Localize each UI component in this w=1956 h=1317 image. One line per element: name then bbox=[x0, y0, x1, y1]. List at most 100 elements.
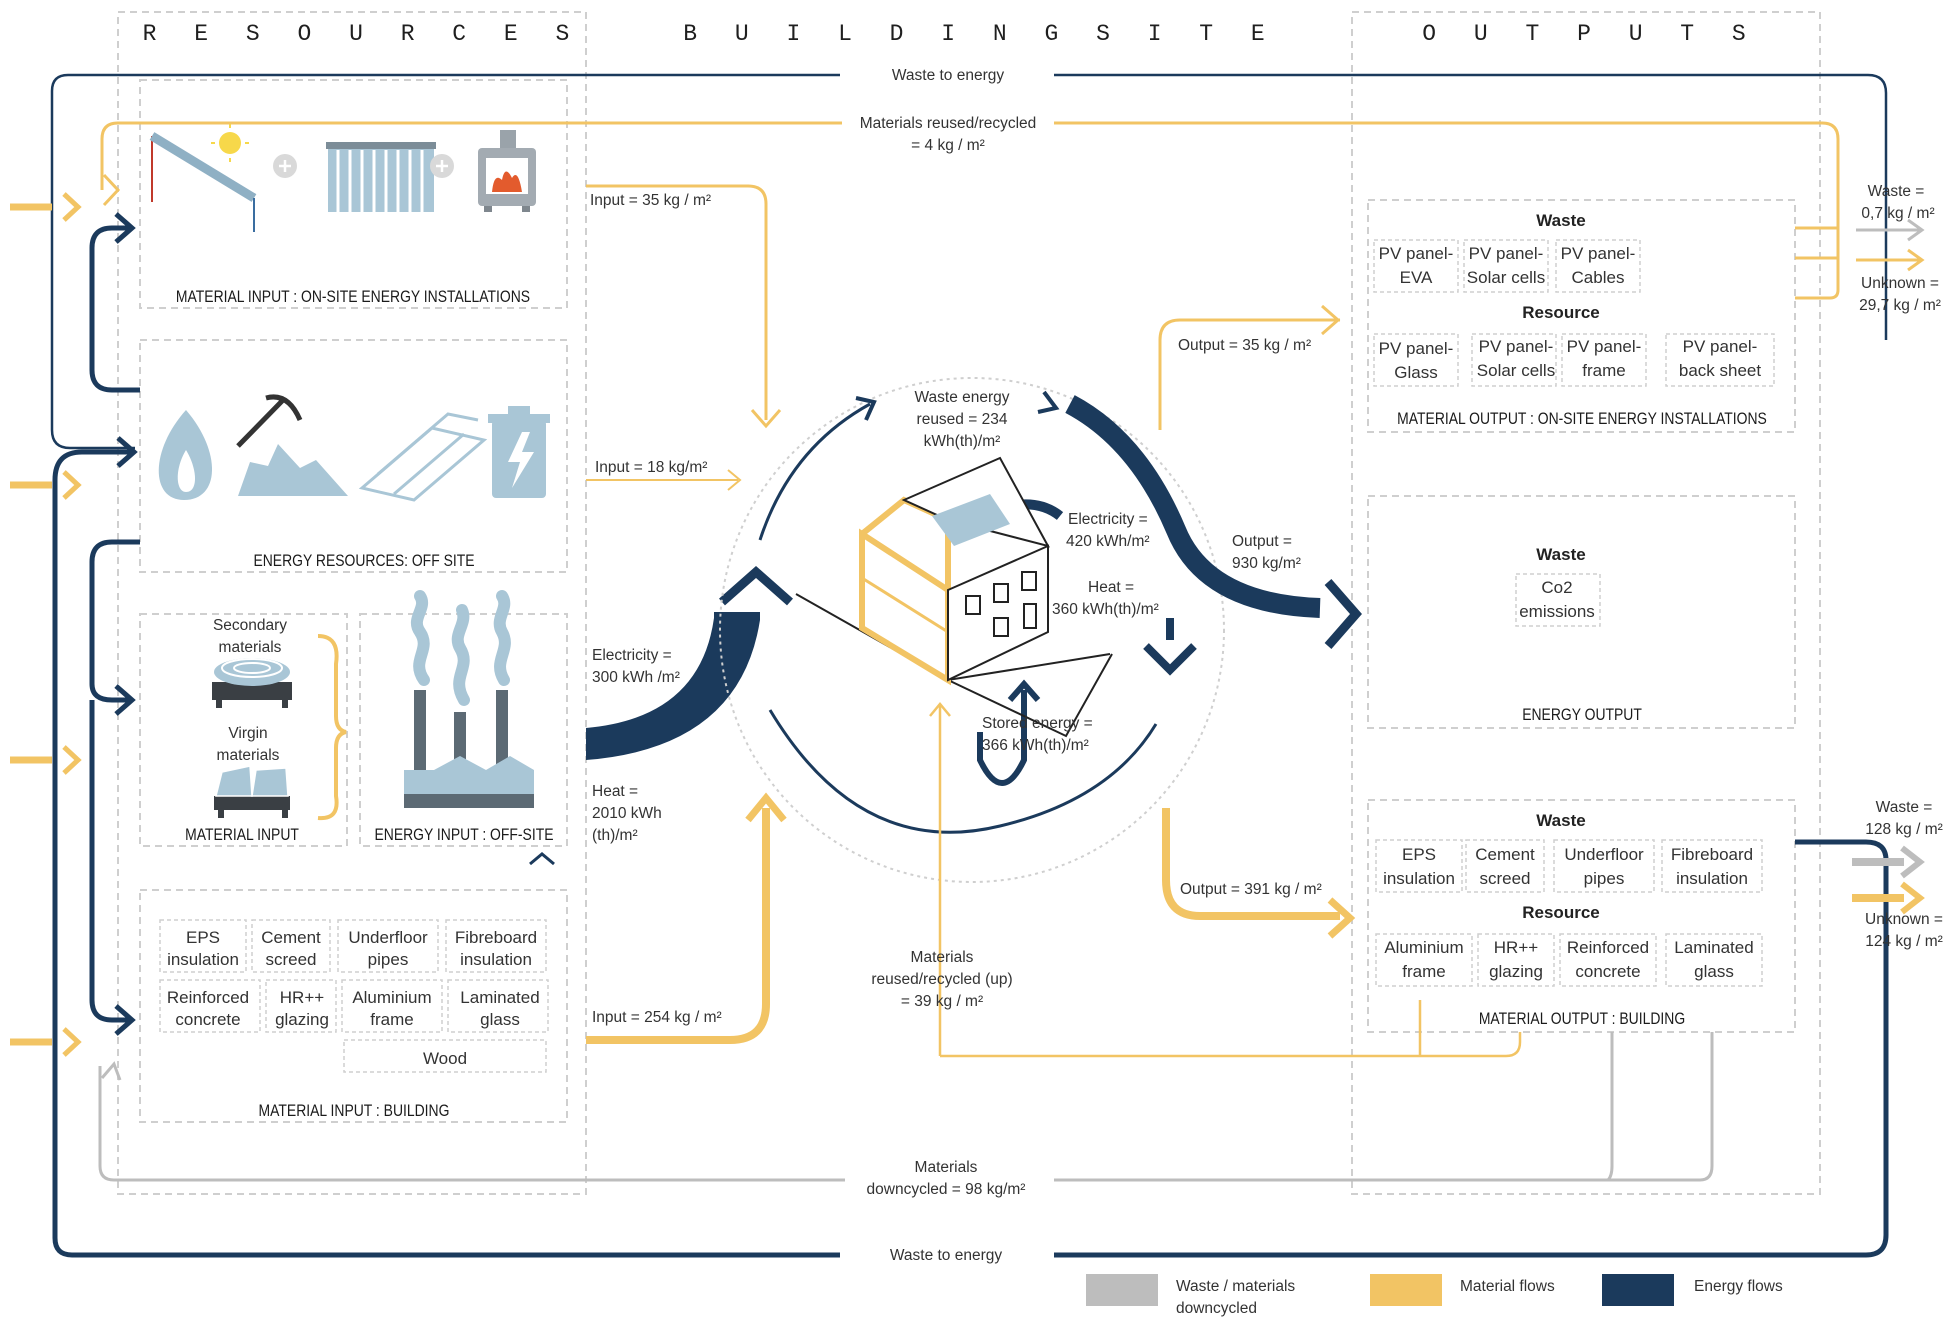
building-resource-cell-aluminium bbox=[1375, 933, 1473, 987]
input-cell-underfloor bbox=[337, 919, 439, 973]
onsite-waste-eva-2: EVA bbox=[1400, 268, 1433, 287]
input-cell-fibreboard bbox=[445, 919, 547, 973]
input-eps-line2: insulation bbox=[167, 950, 239, 969]
building-resource-laminated-1: Laminated bbox=[1674, 938, 1753, 957]
building-resource-cell-glazing bbox=[1477, 933, 1555, 987]
building-waste-eps-2: insulation bbox=[1383, 869, 1455, 888]
reused-top-label-2: = 4 kg / m² bbox=[911, 137, 985, 154]
onsite-resource-backsheet-2: back sheet bbox=[1679, 361, 1761, 380]
energy-resources-box bbox=[139, 339, 568, 573]
onsite-resource-solar-2: Solar cells bbox=[1477, 361, 1555, 380]
building-unknown-arrowhead bbox=[1900, 881, 1925, 915]
building-waste-fibreboard-1: Fibreboard bbox=[1671, 845, 1753, 864]
stored-energy-label-2: 366 kWh(th)/m² bbox=[982, 737, 1089, 754]
energy-output-flow bbox=[1065, 395, 1321, 618]
onsite-input-title: MATERIAL INPUT : ON-SITE ENERGY INSTALLA… bbox=[176, 288, 530, 307]
heat-bld-label-2: 360 kWh(th)/m² bbox=[1052, 601, 1159, 618]
building-resource-cell-concrete bbox=[1559, 933, 1657, 987]
onsite-waste-solar-1: PV panel- bbox=[1469, 244, 1544, 263]
input-254-flow bbox=[586, 808, 770, 1044]
onsite-unknown-arrowhead bbox=[1907, 248, 1925, 272]
reused-up-flow bbox=[940, 1032, 1522, 1058]
building-waste-cell-eps bbox=[1375, 839, 1463, 893]
solar-collector-icon bbox=[326, 142, 436, 212]
waste-bottom-label-1: Waste = bbox=[1876, 799, 1933, 816]
building-site-heading: B U I L D I N G S I T E bbox=[683, 21, 1276, 47]
energy-output-arrowhead bbox=[1324, 579, 1362, 649]
onsite-resource-glass-2: Glass bbox=[1394, 363, 1437, 382]
waste-energy-arc bbox=[758, 402, 871, 541]
output-391-flow bbox=[1162, 808, 1340, 920]
onsite-resource-glass-1: PV panel- bbox=[1379, 339, 1454, 358]
electricity-bld-label-1: Electricity = bbox=[1068, 511, 1148, 528]
battery-bin-icon bbox=[488, 406, 550, 498]
house-icon bbox=[795, 456, 1113, 738]
energy-resources-title: ENERGY RESOURCES: OFF SITE bbox=[253, 552, 474, 571]
external-input-head-3 bbox=[62, 745, 82, 775]
onsite-output-box bbox=[1367, 199, 1796, 433]
building-waste-cement-1: Cement bbox=[1475, 845, 1535, 864]
co2-cell bbox=[1515, 573, 1601, 627]
input-cell-eps bbox=[159, 919, 247, 973]
energy-input-caret-icon bbox=[529, 852, 555, 866]
onsite-resource-cell-backsheet bbox=[1665, 333, 1775, 387]
building-output-title: MATERIAL OUTPUT : BUILDING bbox=[1479, 1010, 1685, 1029]
energy-input-box bbox=[359, 613, 568, 847]
waste-to-energy-top-label: Waste to energy bbox=[892, 67, 1005, 84]
onsite-resource-frame-1: PV panel- bbox=[1567, 337, 1642, 356]
materials-reused-top-loop bbox=[100, 121, 845, 190]
legend-energy-label: Energy flows bbox=[1694, 1278, 1783, 1295]
waste-to-energy-bottom-label: Waste to energy bbox=[890, 1247, 1003, 1264]
onsite-waste-cell-eva bbox=[1373, 239, 1459, 293]
waste-energy-arc-head bbox=[855, 396, 877, 421]
waste-to-energy-top-loop bbox=[50, 73, 840, 450]
virgin-materials-label-2: materials bbox=[217, 747, 280, 764]
onsite-energy-bracket-head bbox=[114, 212, 136, 244]
downcycled-arrowhead bbox=[100, 1061, 122, 1081]
reused-up-label-1: Materials bbox=[911, 949, 974, 966]
co2-line1: Co2 bbox=[1541, 578, 1572, 597]
onsite-resource-cell-frame bbox=[1561, 333, 1647, 387]
stored-energy-loop bbox=[977, 690, 1027, 786]
gas-flame-icon bbox=[158, 410, 213, 500]
input-underfloor-line2: pipes bbox=[368, 950, 409, 969]
input-fibreboard-line2: insulation bbox=[460, 950, 532, 969]
material-input-box bbox=[139, 613, 348, 847]
secondary-materials-label: Secondary bbox=[213, 617, 287, 634]
input-cell-wood bbox=[343, 1039, 547, 1073]
input-aluminium-line2: frame bbox=[370, 1010, 413, 1029]
building-resource-glazing-2: glazing bbox=[1489, 962, 1543, 981]
stove-fire-icon bbox=[478, 130, 536, 212]
materials-brace bbox=[317, 634, 347, 821]
input-cell-cement bbox=[251, 919, 331, 973]
building-waste-cell-cement bbox=[1465, 839, 1545, 893]
unknown-bottom-label-2: 124 kg / m² bbox=[1865, 933, 1943, 950]
secondary-materials-label-2: materials bbox=[219, 639, 282, 656]
building-waste-cell-underfloor bbox=[1553, 839, 1655, 893]
resources-column-frame bbox=[117, 11, 587, 1195]
input-35-label: Input = 35 kg / m² bbox=[590, 192, 711, 209]
output-930-label-2: 930 kg/m² bbox=[1232, 555, 1301, 572]
input-aluminium-line1: Aluminium bbox=[352, 988, 431, 1007]
input-cement-line1: Cement bbox=[261, 928, 321, 947]
energy-input-title: ENERGY INPUT : OFF-SITE bbox=[374, 826, 553, 845]
downcycled-loop-right bbox=[1054, 1032, 1714, 1182]
building-waste-underfloor-1: Underfloor bbox=[1564, 845, 1644, 864]
legend-waste-label-1: Waste / materials bbox=[1176, 1278, 1295, 1295]
building-resource-title: Resource bbox=[1522, 903, 1599, 922]
electricity-in-label-2: 300 kWh /m² bbox=[592, 669, 680, 686]
input-cell-glazing bbox=[265, 979, 337, 1033]
outputs-column-frame bbox=[1351, 11, 1821, 1195]
input-35-flow bbox=[586, 184, 768, 420]
heat-down-arrowhead bbox=[1143, 643, 1197, 676]
input-concrete-line2: concrete bbox=[175, 1010, 240, 1029]
energy-output-waste-title: Waste bbox=[1536, 545, 1585, 564]
resources-heading: R E S O U R C E S bbox=[143, 21, 582, 47]
input-glazing-line2: glazing bbox=[275, 1010, 329, 1029]
legend-material-label: Material flows bbox=[1460, 1278, 1555, 1295]
onsite-resource-cell-solar bbox=[1471, 333, 1557, 387]
external-material-input-arrows bbox=[10, 203, 52, 1046]
plus-icon-2 bbox=[430, 154, 454, 178]
building-resource-aluminium-2: frame bbox=[1402, 962, 1445, 981]
energy-output-title: ENERGY OUTPUT bbox=[1522, 706, 1642, 725]
